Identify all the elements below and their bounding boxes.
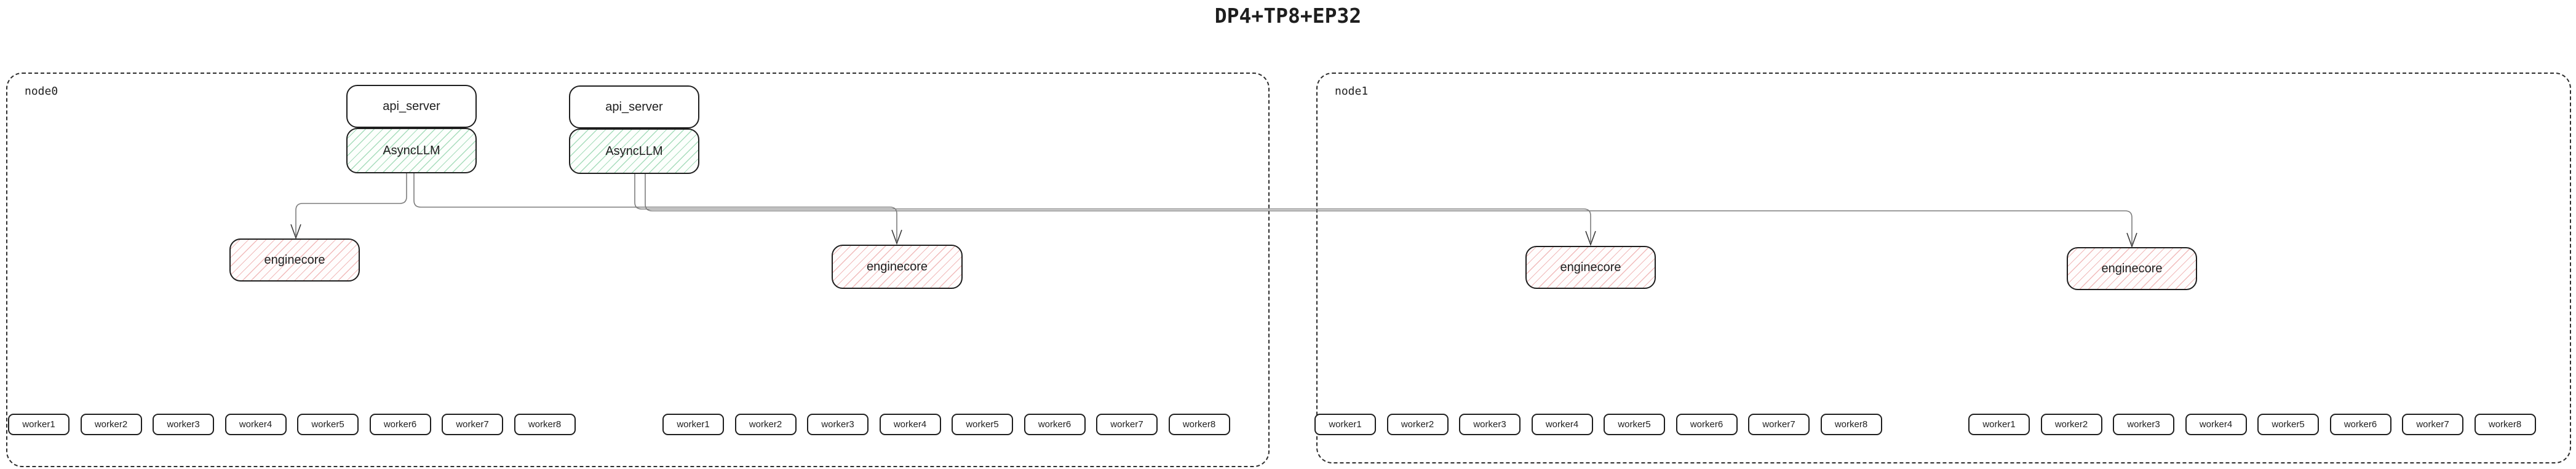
worker-box: worker4 xyxy=(2185,414,2247,435)
worker-box: worker1 xyxy=(1314,414,1376,435)
enginecore-1-box: enginecore xyxy=(229,238,360,282)
worker-box: worker4 xyxy=(879,414,941,435)
worker-box: worker2 xyxy=(1386,414,1449,435)
worker-box: worker3 xyxy=(1459,414,1521,435)
worker-box: worker7 xyxy=(442,414,503,435)
worker-box: worker4 xyxy=(1531,414,1593,435)
diagram-title: DP4+TP8+EP32 xyxy=(1214,4,1362,28)
worker-box: worker7 xyxy=(2402,414,2463,435)
worker-box: worker3 xyxy=(2113,414,2174,435)
worker-box: worker8 xyxy=(1168,414,1230,435)
worker-box: worker1 xyxy=(8,414,70,435)
worker-box: worker2 xyxy=(2040,414,2102,435)
worker-box: worker2 xyxy=(734,414,797,435)
api-server-1-box: api_server xyxy=(346,85,477,128)
worker-box: worker7 xyxy=(1096,414,1158,435)
async-llm-1-box: AsyncLLM xyxy=(346,128,477,173)
async-llm-2-box: AsyncLLM xyxy=(569,128,699,174)
node1-label: node1 xyxy=(1335,85,1369,98)
worker-box: worker1 xyxy=(662,414,724,435)
node1-container: node1 xyxy=(1316,73,2571,463)
worker-box: worker5 xyxy=(952,414,1013,435)
worker-box: worker6 xyxy=(1676,414,1738,435)
worker-box: worker5 xyxy=(297,414,359,435)
worker-box: worker6 xyxy=(1024,414,1086,435)
enginecore-3-box: enginecore xyxy=(1525,246,1656,289)
worker-box: worker8 xyxy=(514,414,576,435)
worker-box: worker5 xyxy=(2257,414,2319,435)
worker-box: worker7 xyxy=(1748,414,1810,435)
worker-box: worker8 xyxy=(1820,414,1882,435)
enginecore-2-box: enginecore xyxy=(832,245,963,289)
worker-box: worker8 xyxy=(2474,414,2536,435)
worker-box: worker5 xyxy=(1604,414,1665,435)
node0-label: node0 xyxy=(25,85,58,98)
enginecore-4-box: enginecore xyxy=(2067,247,2197,290)
api-server-2-box: api_server xyxy=(569,85,699,128)
worker-box: worker2 xyxy=(80,414,142,435)
worker-box: worker3 xyxy=(153,414,214,435)
worker-box: worker4 xyxy=(225,414,287,435)
node0-container: node0 xyxy=(6,73,1270,467)
worker-box: worker6 xyxy=(369,414,431,435)
worker-box: worker6 xyxy=(2329,414,2391,435)
worker-box: worker1 xyxy=(1968,414,2030,435)
worker-box: worker3 xyxy=(807,414,869,435)
